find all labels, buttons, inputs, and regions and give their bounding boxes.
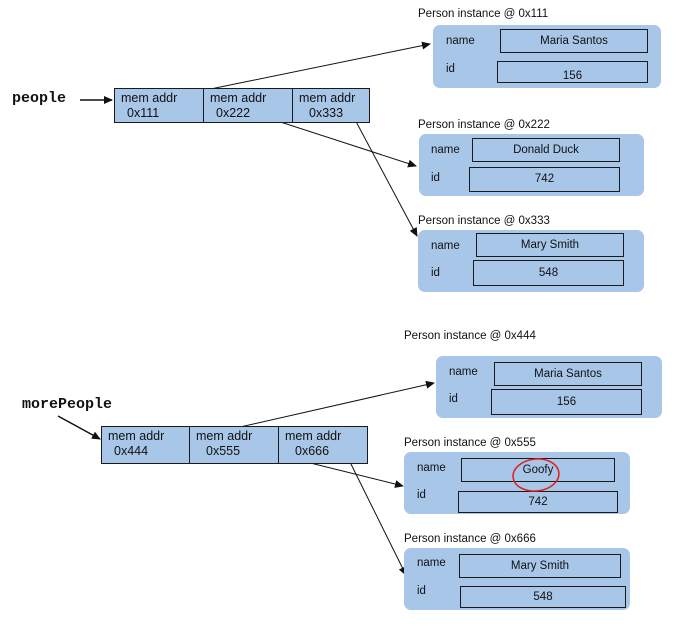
variable-morepeople: morePeople [22, 396, 113, 413]
field-label-name: name [417, 557, 446, 569]
cell-address: 0x555 [206, 444, 241, 458]
cell-address: 0x444 [114, 444, 149, 458]
cell-address: 0x666 [295, 444, 330, 458]
array-people: mem addr 0x111 mem addr 0x222 mem addr 0… [114, 88, 370, 123]
object-title: Person instance @ 0x111 [418, 8, 549, 20]
array-cell: mem addr 0x666 [279, 427, 365, 463]
array-cell: mem addr 0x555 [190, 427, 279, 463]
field-label-id: id [417, 489, 426, 501]
cell-label: mem addr [121, 91, 178, 105]
arrow-people-to-0x222 [261, 115, 417, 168]
cell-address: 0x111 [127, 106, 160, 120]
array-cell: mem addr 0x111 [115, 89, 204, 122]
variable-people: people [12, 90, 67, 107]
field-label-name: name [446, 35, 475, 47]
field-value-name: Mary Smith [459, 554, 621, 578]
field-label-name: name [431, 144, 460, 156]
person-object-0x555: name Goofy id 742 [404, 452, 630, 514]
array-morepeople: mem addr 0x444 mem addr 0x555 mem addr 0… [101, 426, 368, 464]
arrow-morepeople-to-0x666 [346, 455, 407, 576]
object-title: Person instance @ 0x555 [404, 437, 536, 449]
cell-label: mem addr [108, 429, 165, 443]
field-label-id: id [449, 393, 458, 405]
object-title: Person instance @ 0x666 [404, 533, 536, 545]
field-label-id: id [446, 63, 455, 75]
cell-address: 0x222 [216, 106, 251, 120]
field-label-name: name [431, 240, 460, 252]
cell-label: mem addr [196, 429, 253, 443]
person-object-0x666: name Mary Smith id 548 [404, 548, 630, 610]
field-value-id: 156 [491, 389, 642, 415]
arrow-morepeople-var [57, 415, 101, 440]
field-value-id: 742 [469, 167, 620, 192]
field-value-id: 548 [473, 260, 624, 286]
person-object-0x111: name Maria Santos id 156 [433, 25, 661, 88]
field-value-name: Maria Santos [500, 29, 648, 53]
array-cell: mem addr 0x333 [293, 89, 369, 122]
object-title: Person instance @ 0x222 [418, 119, 550, 131]
cell-label: mem addr [299, 91, 356, 105]
field-value-id: 156 [497, 61, 648, 83]
field-value-name: Maria Santos [494, 362, 642, 386]
array-cell: mem addr 0x222 [204, 89, 293, 122]
field-value-id: 548 [460, 586, 626, 608]
field-value-name: Donald Duck [472, 138, 620, 162]
person-object-0x222: name Donald Duck id 742 [419, 134, 644, 196]
cell-address: 0x333 [309, 106, 344, 120]
cell-label: mem addr [210, 91, 267, 105]
arrow-people-to-0x333 [351, 113, 418, 237]
field-value-name: Mary Smith [476, 233, 624, 257]
field-label-id: id [431, 267, 440, 279]
field-label-id: id [417, 585, 426, 597]
person-object-0x333: name Mary Smith id 548 [418, 230, 644, 292]
highlight-circle [512, 458, 560, 492]
field-label-id: id [431, 172, 440, 184]
person-object-0x444: name Maria Santos id 156 [436, 356, 662, 418]
object-title: Person instance @ 0x444 [404, 330, 536, 342]
field-label-name: name [417, 462, 446, 474]
cell-label: mem addr [285, 429, 342, 443]
field-label-name: name [449, 366, 478, 378]
array-cell: mem addr 0x444 [102, 427, 190, 463]
object-title: Person instance @ 0x333 [418, 215, 550, 227]
